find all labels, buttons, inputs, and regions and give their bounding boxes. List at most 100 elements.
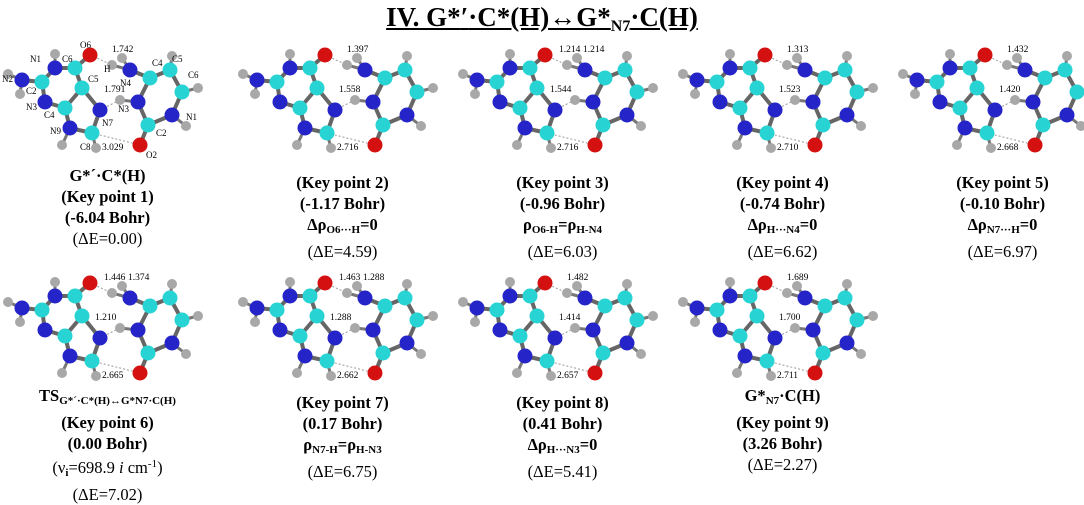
atom-n3 bbox=[933, 95, 948, 110]
atom-c5c bbox=[838, 291, 853, 306]
distance-label: 1.742 bbox=[112, 45, 134, 55]
atom-c8 bbox=[320, 354, 335, 369]
atom-c5 bbox=[750, 81, 765, 96]
atom-c5 bbox=[970, 81, 985, 96]
atom-c4 bbox=[513, 329, 528, 344]
atom-label: N9 bbox=[50, 126, 61, 136]
atom-c6 bbox=[523, 61, 538, 76]
panel-caption: (Key point 7)(0.17 Bohr)ρN7-H=ρH-N3(ΔE=6… bbox=[235, 392, 450, 482]
atom-n2 bbox=[15, 301, 30, 316]
atom-o6 bbox=[83, 276, 98, 291]
atom-o6 bbox=[318, 48, 333, 63]
atom-c6c bbox=[410, 85, 425, 100]
atom-c2 bbox=[710, 303, 725, 318]
hydrogen-atom bbox=[458, 297, 468, 307]
atom-c4 bbox=[293, 101, 308, 116]
caption-line: (ΔE=6.97) bbox=[895, 241, 1084, 262]
atom-c8 bbox=[980, 126, 995, 141]
hydrogen-atom bbox=[856, 349, 866, 359]
distance-label: 1.446 bbox=[104, 273, 126, 283]
atom-c2 bbox=[35, 75, 50, 90]
hydrogen-atom bbox=[292, 140, 302, 150]
atom-c8 bbox=[540, 354, 555, 369]
caption-line: (Key point 9) bbox=[675, 412, 890, 433]
caption-line: G*´·C*(H) bbox=[0, 165, 215, 186]
atom-n7 bbox=[548, 103, 563, 118]
atom-c6c bbox=[175, 313, 190, 328]
atom-c2 bbox=[270, 303, 285, 318]
hydrogen-atom bbox=[350, 95, 360, 105]
atom-n7 bbox=[768, 103, 783, 118]
atom-n1 bbox=[503, 289, 518, 304]
atom-n1 bbox=[283, 61, 298, 76]
hydrogen-atom bbox=[292, 368, 302, 378]
atom-c5c bbox=[618, 291, 633, 306]
atom-c4c bbox=[378, 71, 393, 86]
distance-label: 1.374 bbox=[128, 273, 150, 283]
caption-line: TSG*´·C*(H)↔G*N7·C(H) bbox=[0, 385, 215, 412]
atom-c6 bbox=[523, 289, 538, 304]
atom-o6 bbox=[538, 276, 553, 291]
atom-c6c bbox=[175, 85, 190, 100]
atom-c2c bbox=[141, 346, 156, 361]
atom-c4c bbox=[1038, 71, 1053, 86]
atom-label: O2 bbox=[146, 150, 157, 160]
atom-n3c bbox=[366, 95, 381, 110]
hydrogen-atom bbox=[326, 143, 336, 153]
atom-n3 bbox=[493, 323, 508, 338]
caption-line: ρO6-H=ρH-N4 bbox=[455, 214, 670, 241]
distance-label: 2.665 bbox=[102, 371, 124, 381]
atom-n7 bbox=[93, 103, 108, 118]
atom-label: N4 bbox=[120, 78, 131, 88]
hydrogen-atom bbox=[732, 140, 742, 150]
hydrogen-atom bbox=[766, 143, 776, 153]
distance-label: 1.214 bbox=[583, 45, 605, 55]
caption-line: (ΔE=6.75) bbox=[235, 461, 450, 482]
atom-n1 bbox=[48, 289, 63, 304]
atom-c2c bbox=[141, 118, 156, 133]
hydrogen-atom bbox=[326, 371, 336, 381]
hydrogen-atom bbox=[690, 317, 700, 327]
caption-line: (Key point 7) bbox=[235, 392, 450, 413]
distance-label: 2.668 bbox=[997, 143, 1019, 153]
hydrogen-atom bbox=[167, 279, 177, 289]
atom-n9 bbox=[738, 349, 753, 364]
caption-line: (-0.10 Bohr) bbox=[895, 193, 1084, 214]
hydrogen-atom bbox=[782, 60, 792, 70]
atom-o2 bbox=[588, 138, 603, 153]
atom-c5 bbox=[310, 309, 325, 324]
panel-caption: (Key point 2)(-1.17 Bohr)ΔρO6···H=0(ΔE=4… bbox=[235, 172, 450, 262]
atom-n3c bbox=[366, 323, 381, 338]
hydrogen-atom bbox=[50, 277, 60, 287]
hydrogen-atom bbox=[193, 311, 203, 321]
atom-c6c bbox=[630, 85, 645, 100]
atom-c4c bbox=[818, 299, 833, 314]
hydrogen-atom bbox=[690, 89, 700, 99]
atom-n3 bbox=[713, 323, 728, 338]
atom-n9 bbox=[63, 349, 78, 364]
hydrogen-atom bbox=[546, 371, 556, 381]
atom-c4 bbox=[733, 329, 748, 344]
atom-n1c bbox=[840, 108, 855, 123]
atom-n7 bbox=[548, 331, 563, 346]
panel-caption: G*´·C*(H)(Key point 1)(-6.04 Bohr)(ΔE=0.… bbox=[0, 165, 215, 249]
atom-o2 bbox=[588, 366, 603, 381]
atom-n1c bbox=[620, 336, 635, 351]
hydrogen-atom bbox=[402, 279, 412, 289]
atom-c2c bbox=[816, 118, 831, 133]
atom-o2 bbox=[1028, 138, 1043, 153]
atom-c2 bbox=[35, 303, 50, 318]
distance-label: 2.716 bbox=[557, 143, 579, 153]
hydrogen-atom bbox=[342, 60, 352, 70]
atom-n3c bbox=[131, 323, 146, 338]
atom-c4 bbox=[513, 101, 528, 116]
